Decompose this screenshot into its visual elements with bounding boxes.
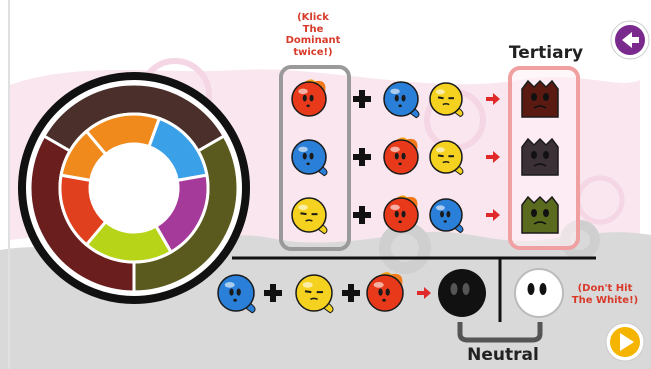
hint-line: twice!) bbox=[293, 46, 333, 58]
swirl-decoration bbox=[391, 234, 419, 262]
white-warning-text: (Don't Hit The White!) bbox=[566, 283, 644, 307]
white-blob bbox=[514, 268, 564, 318]
tertiary-title: Tertiary bbox=[508, 43, 584, 63]
yellow-blob bbox=[429, 82, 464, 118]
arrow-icon bbox=[486, 93, 500, 105]
color-wheel-center bbox=[90, 144, 178, 232]
plus-sign bbox=[264, 284, 282, 302]
plus-sign bbox=[353, 90, 371, 108]
plus-sign bbox=[353, 206, 371, 224]
hint-line: The bbox=[302, 23, 324, 35]
hint-line: (Klick bbox=[297, 12, 329, 23]
black-blob bbox=[438, 269, 486, 317]
arrow-icon bbox=[486, 209, 500, 221]
dominant-hint-text: (Klick The Dominant twice!) bbox=[276, 12, 350, 58]
tertiary-yellow-blob bbox=[521, 195, 559, 234]
blue-blob bbox=[383, 81, 420, 119]
red-blob bbox=[383, 195, 419, 233]
plus-sign bbox=[353, 148, 371, 166]
hint-line: The White!) bbox=[571, 295, 639, 306]
tertiary-blue-blob bbox=[521, 137, 559, 176]
back-button[interactable] bbox=[610, 20, 650, 60]
arrow-icon bbox=[417, 287, 431, 299]
red-blob bbox=[366, 272, 404, 312]
plus-sign bbox=[342, 284, 360, 302]
red-blob bbox=[383, 137, 419, 175]
hint-line: (Don't Hit bbox=[577, 283, 633, 294]
next-button[interactable] bbox=[605, 322, 645, 362]
dominant-yellow-blob bbox=[291, 197, 328, 235]
tertiary-red-blob bbox=[521, 79, 559, 118]
dominant-frame bbox=[279, 65, 351, 251]
blue-blob bbox=[217, 274, 256, 314]
left-border bbox=[8, 0, 10, 369]
dominant-blue-blob bbox=[291, 139, 328, 177]
play-next-icon bbox=[620, 333, 634, 351]
yellow-blob bbox=[295, 274, 334, 314]
neutral-title: Neutral bbox=[467, 345, 539, 365]
dominant-red-blob bbox=[291, 79, 327, 117]
color-wheel bbox=[18, 72, 250, 304]
hint-line: Dominant bbox=[285, 35, 341, 46]
back-arrow-icon bbox=[622, 32, 639, 48]
arrow-icon bbox=[486, 151, 500, 163]
neutral-bracket bbox=[457, 322, 543, 343]
blue-blob bbox=[429, 198, 464, 234]
yellow-blob bbox=[429, 140, 464, 176]
